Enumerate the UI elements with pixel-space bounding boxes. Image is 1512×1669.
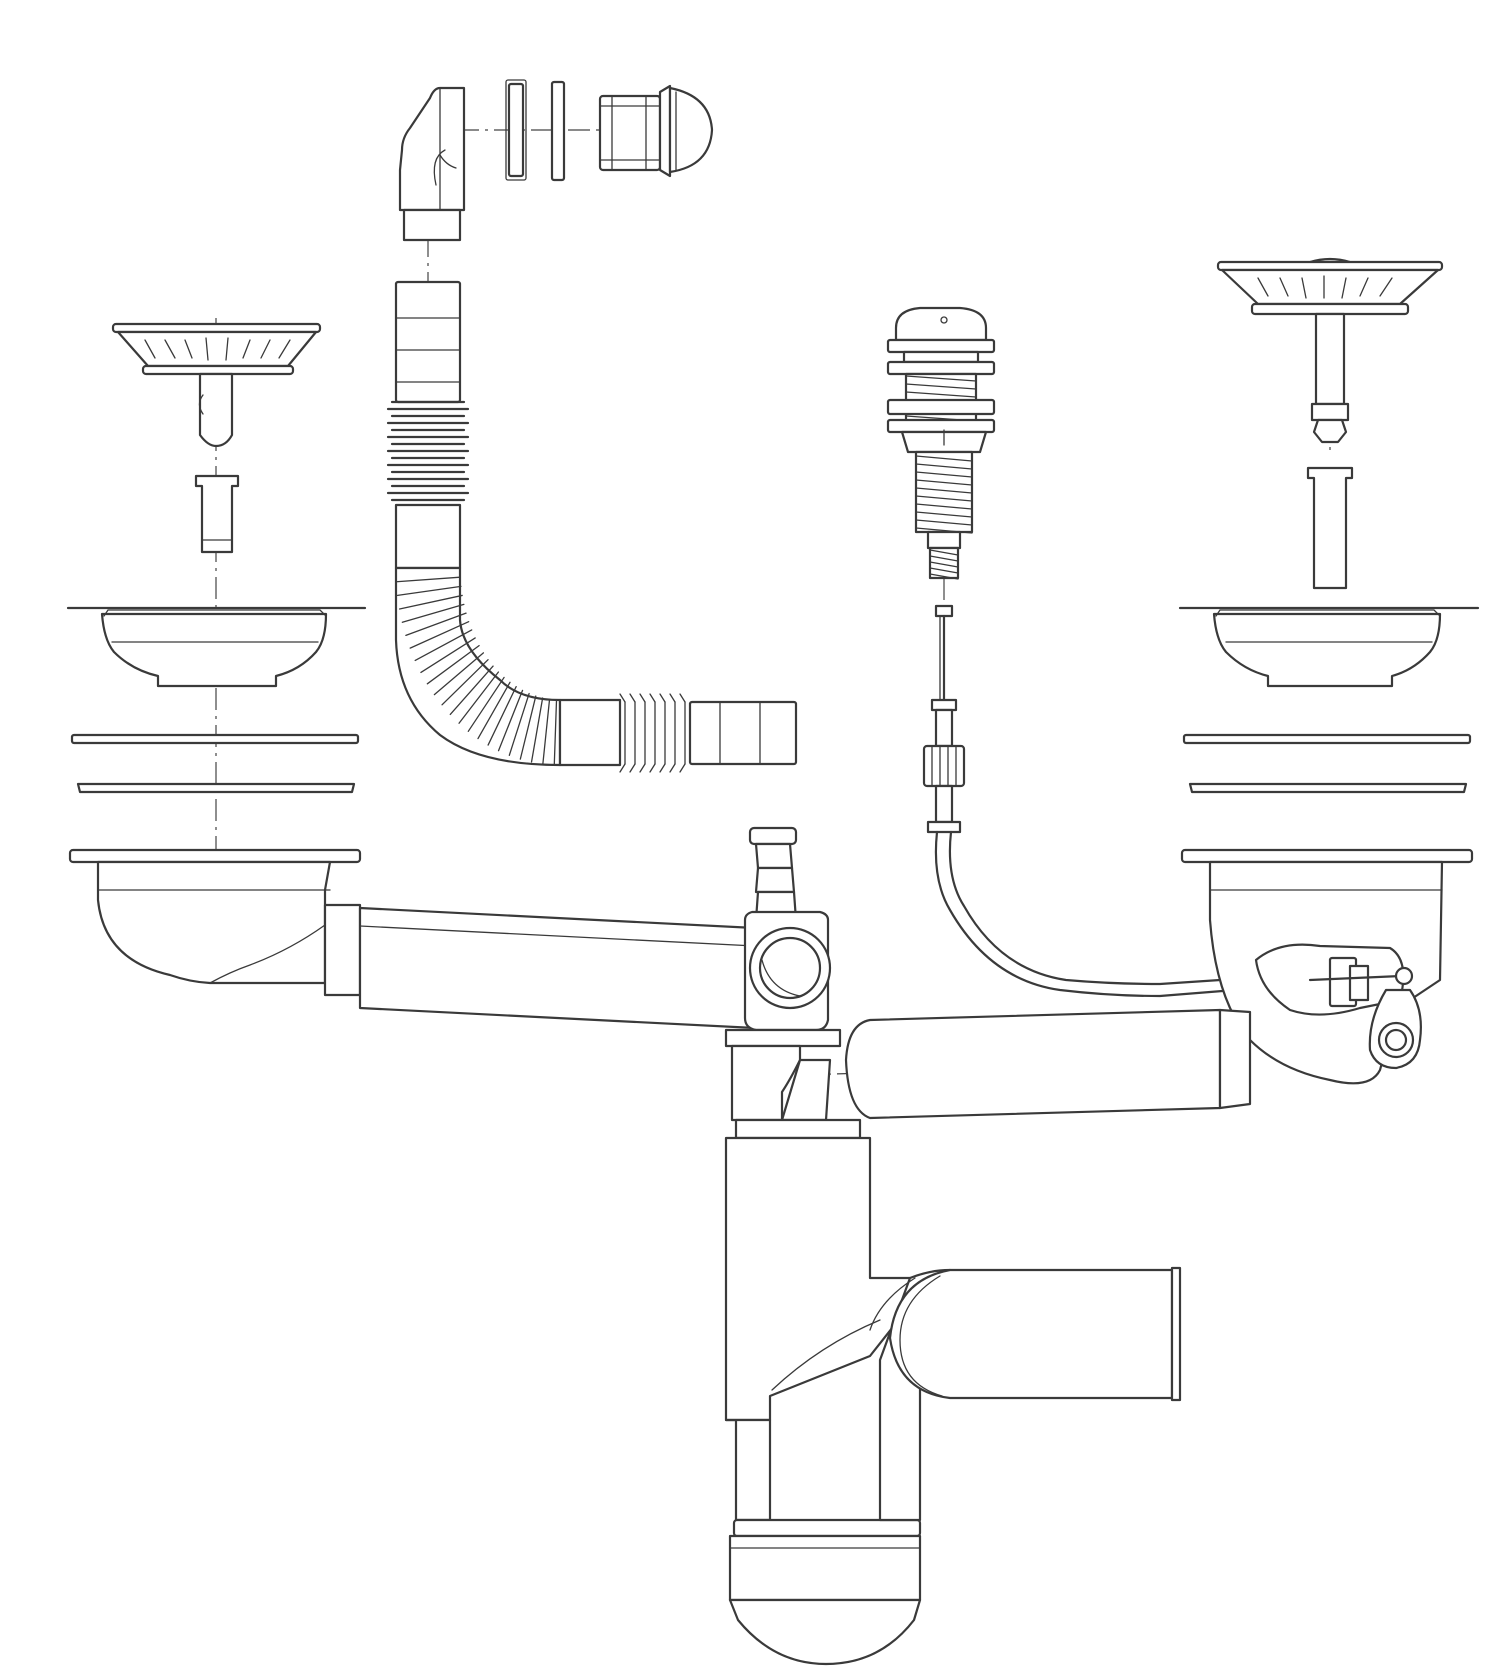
rib-line [426,644,480,685]
right-strainer-pin [1306,466,1354,590]
rib-line [915,503,973,510]
rib-line [395,576,461,583]
right-gasket-upper [1182,733,1472,745]
right-drain-outlet [1180,848,1474,1085]
right-connecting-pipe [844,1008,1252,1120]
rib-line [405,612,467,637]
rib-line [487,685,517,746]
overflow-cap [658,84,714,178]
rib-line [396,585,462,597]
rib-line [679,763,686,773]
rib-line [398,594,463,610]
rib-line [915,471,973,478]
rib-line [915,455,973,462]
rib-line [508,692,530,757]
rib-line [629,693,636,703]
rib-line [915,495,973,502]
overflow-washer-2 [550,80,566,182]
rib-line [497,689,524,752]
rib-line [467,676,505,732]
flexible-overflow-hose [386,280,798,773]
left-drain-outlet [68,848,362,997]
rib-line [639,763,646,773]
rib-line [401,603,465,623]
rib-line [414,629,473,662]
rib-line [619,693,626,703]
rib-line [929,567,959,574]
rib-line [542,698,551,765]
rib-line [929,573,959,580]
rib-line [639,693,646,703]
rib-line [915,463,973,470]
left-sink-bowl [66,606,367,688]
rib-line [915,479,973,486]
right-sink-bowl [1178,606,1480,688]
left-basket-strainer [111,322,322,448]
rib-line [553,699,558,766]
rib-line [929,555,959,562]
rib-line [420,637,476,674]
rib-line [619,763,626,773]
rib-line [441,659,489,706]
rib-line [409,621,470,649]
rib-line [915,487,973,494]
rib-line [929,549,959,556]
left-connecting-pipe [358,906,757,1030]
left-strainer-pin [194,474,240,554]
rib-line [669,763,676,773]
overflow-nut [598,94,662,172]
rib-line [659,693,666,703]
dishwasher-connector [743,826,832,1032]
rib-line [915,511,973,518]
left-gasket-lower [76,782,356,794]
left-gasket-upper [70,733,360,745]
rib-line [915,519,973,526]
rib-line [458,671,500,724]
rib-line [929,561,959,568]
rib-line [679,693,686,703]
rib-line [433,652,485,696]
rib-line [659,763,666,773]
rib-line [477,681,511,740]
rib-line [519,695,537,760]
pop-up-valve [886,306,996,580]
rib-line [905,383,977,390]
rib-line [629,763,636,773]
rib-line [669,693,676,703]
rib-line [915,527,973,534]
rib-line [649,763,656,773]
right-basket-strainer [1216,257,1444,444]
rib-line [649,693,656,703]
trap-outlet-pipe [869,1266,1182,1402]
rib-line [905,375,977,382]
rib-line [905,391,977,398]
overflow-elbow [398,86,466,242]
right-gasket-lower [1188,782,1468,794]
rib-line [530,697,544,763]
overflow-washer-1 [507,82,525,178]
actuator-cable [922,604,1312,998]
rib-line [449,665,494,716]
